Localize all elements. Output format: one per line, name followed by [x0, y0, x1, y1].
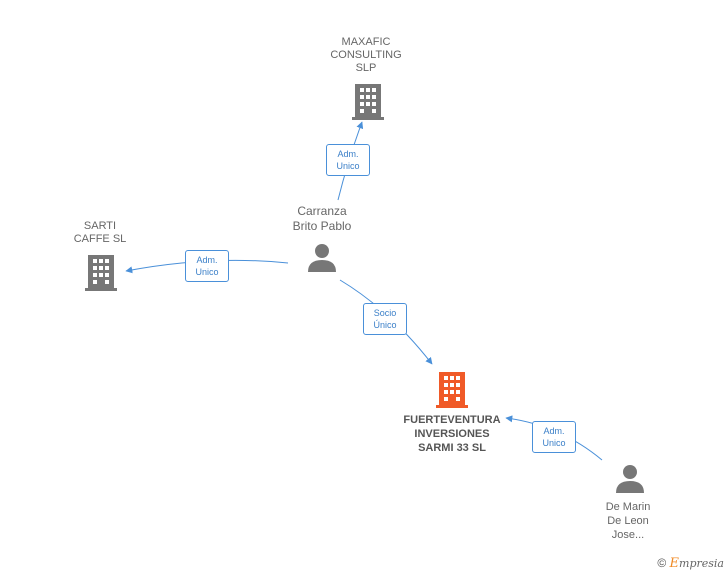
node-label-carranza[interactable]: Carranza Brito Pablo [292, 204, 352, 233]
node-label-demarin[interactable]: De Marin De Leon Jose... [605, 501, 651, 541]
node-label-maxafic[interactable]: MAXAFIC CONSULTING SLP [330, 36, 402, 74]
brand-name: mpresia [679, 557, 724, 570]
person-icon[interactable] [306, 243, 338, 273]
edge-label-demarin-fuerteventura: Adm. Unico [532, 421, 576, 453]
node-label-fuerteventura[interactable]: FUERTEVENTURA INVERSIONES SARMI 33 SL [403, 414, 501, 454]
node-label-sarti[interactable]: SARTI CAFFE SL [73, 220, 127, 245]
person-icon[interactable] [614, 464, 646, 494]
building-icon-main[interactable] [436, 372, 468, 408]
building-icon[interactable] [352, 84, 384, 120]
edge-label-carranza-maxafic: Adm. Unico [326, 144, 370, 176]
brand-initial: E [669, 556, 680, 571]
edge-label-carranza-sarti: Adm. Unico [185, 250, 229, 282]
edge-label-carranza-fuerteventura: Socio Único [363, 303, 407, 335]
footer-brand: © Empresia [657, 556, 724, 571]
building-icon[interactable] [85, 255, 117, 291]
copyright-symbol: © [657, 556, 667, 570]
